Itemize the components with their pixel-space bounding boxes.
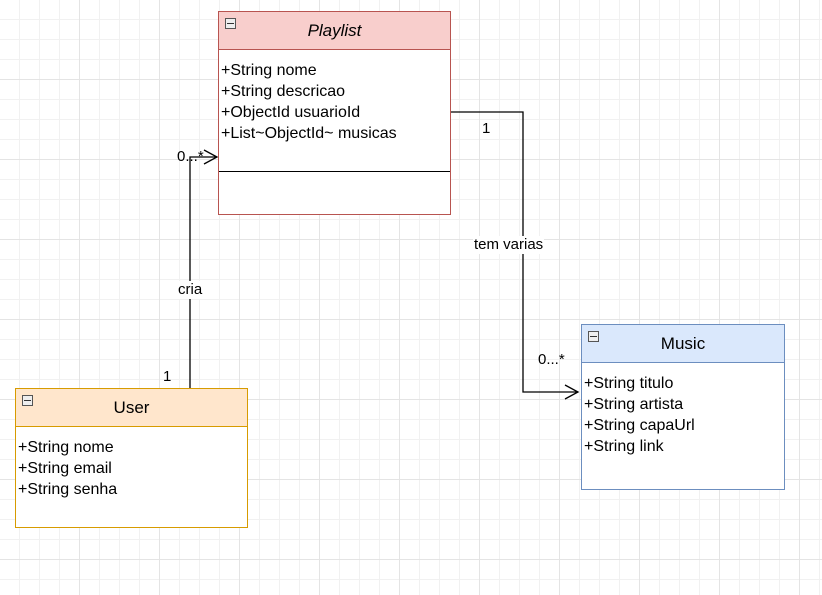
- class-music[interactable]: Music +String titulo +String artista +St…: [581, 324, 785, 490]
- class-user[interactable]: User +String nome +String email +String …: [15, 388, 248, 528]
- class-attribute: +String titulo: [584, 375, 674, 392]
- edge-playlist-music-arrowhead: [564, 384, 580, 400]
- edge-label-tem-varias[interactable]: tem varias: [473, 236, 545, 254]
- edge-user-playlist[interactable]: [189, 156, 217, 388]
- class-attribute: +String artista: [584, 396, 684, 413]
- class-attribute: +String descricao: [221, 83, 346, 100]
- class-user-header[interactable]: User: [16, 389, 247, 427]
- class-playlist-attributes[interactable]: +String nome +String descricao +ObjectId…: [219, 50, 450, 144]
- multiplicity-playlist-target[interactable]: 0...*: [177, 148, 204, 165]
- class-playlist-header[interactable]: Playlist: [219, 12, 450, 50]
- collapse-icon[interactable]: [588, 331, 599, 342]
- collapse-icon[interactable]: [22, 395, 33, 406]
- collapse-icon[interactable]: [225, 18, 236, 29]
- multiplicity-user-source[interactable]: 1: [163, 368, 172, 385]
- multiplicity-music-target[interactable]: 0...*: [538, 351, 565, 368]
- class-playlist[interactable]: Playlist +String nome +String descricao …: [218, 11, 451, 215]
- class-music-header[interactable]: Music: [582, 325, 784, 363]
- edge-label-cria[interactable]: cria: [177, 281, 204, 299]
- class-playlist-name: Playlist: [307, 20, 362, 40]
- class-attribute: +String capaUrl: [584, 417, 695, 434]
- class-music-attributes[interactable]: +String titulo +String artista +String c…: [582, 363, 784, 457]
- class-attribute: +List~ObjectId~ musicas: [221, 125, 397, 142]
- class-attribute: +ObjectId usuarioId: [221, 104, 361, 121]
- class-attribute: +String senha: [18, 481, 118, 498]
- multiplicity-playlist-source[interactable]: 1: [482, 120, 491, 137]
- class-attribute: +String nome: [221, 62, 317, 79]
- class-attribute: +String link: [584, 438, 664, 455]
- class-playlist-methods-divider: [219, 171, 450, 172]
- class-user-name: User: [113, 397, 150, 417]
- class-music-name: Music: [660, 333, 706, 353]
- class-user-attributes[interactable]: +String nome +String email +String senha: [16, 427, 247, 500]
- edge-user-playlist-arrowhead: [203, 149, 219, 165]
- class-attribute: +String nome: [18, 439, 114, 456]
- class-attribute: +String email: [18, 460, 112, 477]
